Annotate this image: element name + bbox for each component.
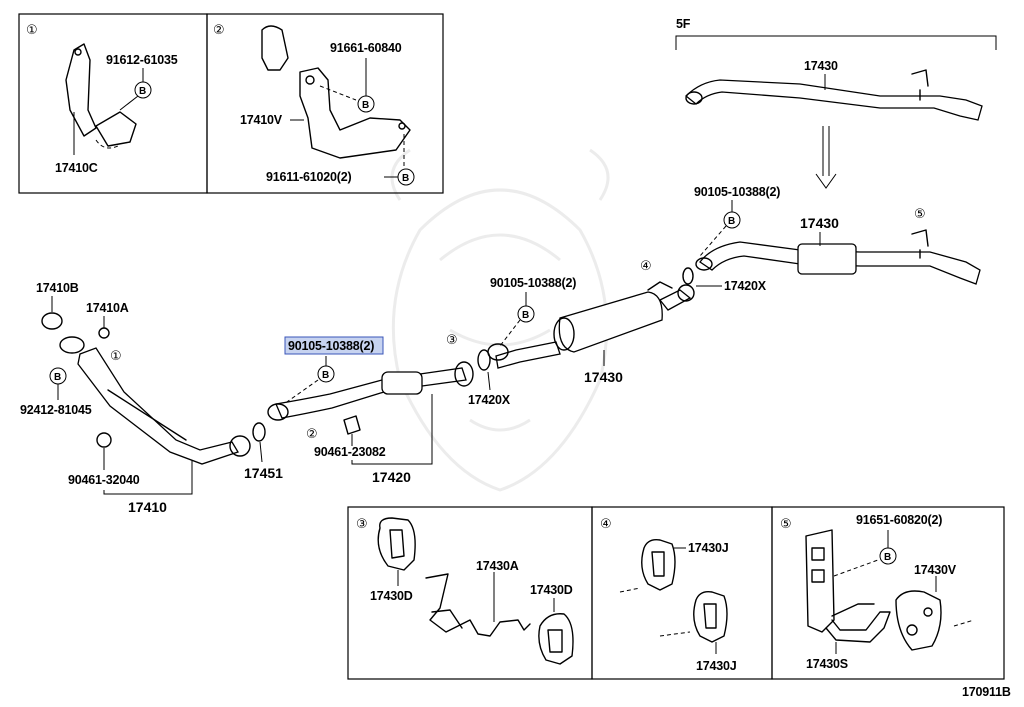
label-90461-32040: 90461-32040 <box>68 473 140 487</box>
label-17451: 17451 <box>244 465 283 481</box>
circle-2-main: ② <box>306 427 318 442</box>
bolt-marker-text: B <box>139 86 146 97</box>
label-17410C: 17410C <box>55 161 98 175</box>
bolt-marker-text: B <box>402 173 409 184</box>
diagram-code: 170911B <box>962 685 1011 699</box>
inset-5-circle: ⑤ <box>780 517 792 532</box>
bolt-marker-text: B <box>322 370 329 381</box>
circle-3-main: ③ <box>446 333 458 348</box>
label-17430S: 17430S <box>806 657 848 671</box>
label-17430D-left: 17430D <box>370 589 413 603</box>
label-17430J-top: 17430J <box>688 541 729 555</box>
label-17430-alt: 17430 <box>800 215 839 231</box>
label-17420X-tail: 17420X <box>724 279 767 293</box>
label-91612-61035: 91612-61035 <box>106 53 178 67</box>
bottom-insets: ③ 17430D 17430A 17430D ④ 17430J 17430J ⑤ <box>347 506 1005 680</box>
label-5F: 5F <box>676 17 691 31</box>
label-90105-10388-alt: 90105-10388(2) <box>694 185 780 199</box>
inset-1-circle: ① <box>26 23 38 38</box>
watermark-emblem <box>390 148 610 492</box>
inset-4-circle: ④ <box>600 517 612 532</box>
label-17430D-right: 17430D <box>530 583 573 597</box>
bolt-marker-text: B <box>728 216 735 227</box>
bolt-marker-text: B <box>522 310 529 321</box>
bolt-marker-text: B <box>884 552 891 563</box>
label-17430V: 17430V <box>914 563 957 577</box>
circle-1-main: ① <box>110 349 122 364</box>
variant-5f: 5F 17430 <box>675 17 997 189</box>
inset-1: ① B 91612-61035 17410C <box>18 13 444 194</box>
label-90105-10388-highlight[interactable]: 90105-10388(2) <box>288 339 374 353</box>
label-17410: 17410 <box>128 499 167 515</box>
bolt-marker-text: B <box>362 100 369 111</box>
label-90105-10388-tail: 90105-10388(2) <box>490 276 576 290</box>
label-17410V: 17410V <box>240 113 283 127</box>
main-exhaust <box>41 229 981 465</box>
label-17430A: 17430A <box>476 559 519 573</box>
inset-2-circle: ② <box>213 23 225 38</box>
inset-2: ② B 91661-60840 17410V B 91611-61020(2) <box>213 23 415 186</box>
label-91661-60840: 91661-60840 <box>330 41 402 55</box>
label-92412-81045: 92412-81045 <box>20 403 92 417</box>
circle-5-main: ⑤ <box>914 207 926 222</box>
main-labels: 17410B 17410A ① B 92412-81045 90461-3204… <box>20 185 926 515</box>
label-17420X-center: 17420X <box>468 393 511 407</box>
label-17420: 17420 <box>372 469 411 485</box>
label-91611-61020: 91611-61020(2) <box>266 170 352 184</box>
label-17430-5f: 17430 <box>804 59 838 73</box>
label-91651-60820: 91651-60820(2) <box>856 513 942 527</box>
label-17410A: 17410A <box>86 301 129 315</box>
highlight-90105-10388[interactable] <box>284 336 384 355</box>
label-17430J-bottom: 17430J <box>696 659 737 673</box>
inset-3-circle: ③ <box>356 517 368 532</box>
label-17430-main: 17430 <box>584 369 623 385</box>
label-17410B: 17410B <box>36 281 79 295</box>
label-90461-23082: 90461-23082 <box>314 445 386 459</box>
bolt-marker-text: B <box>54 372 61 383</box>
circle-4-main: ④ <box>640 259 652 274</box>
